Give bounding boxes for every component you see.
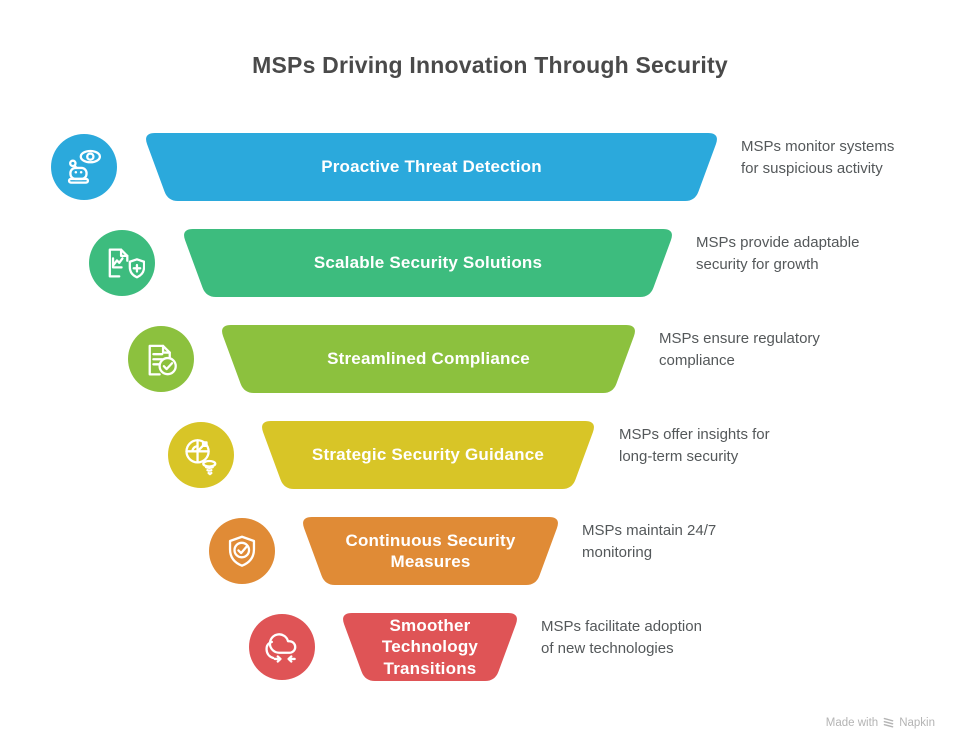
funnel-bar-1: Proactive Threat Detection [143, 133, 720, 201]
funnel-row-3-description: MSPs ensure regulatory compliance [659, 330, 820, 369]
radar-insight-icon [168, 422, 234, 488]
shield-check-icon [209, 518, 275, 584]
growth-chart-shield-icon [89, 230, 155, 296]
funnel-row-5-description: MSPs maintain 24/7 monitoring [582, 522, 717, 561]
cloud-sync-icon [249, 614, 315, 680]
funnel-bar-5: Continuous Security Measures [300, 517, 561, 585]
funnel-row-1-description: MSPs monitor systems for suspicious acti… [741, 138, 895, 177]
funnel-bar-3-label: Streamlined Compliance [327, 349, 530, 369]
document-check-icon [128, 326, 194, 392]
made-with-napkin-link[interactable]: Made with Napkin [826, 716, 935, 729]
robot-eye-icon [51, 134, 117, 200]
funnel-row-6-description: MSPs facilitate adoption of new technolo… [541, 618, 702, 657]
napkin-logo-icon [883, 717, 894, 728]
made-with-text: Made with [825, 716, 879, 729]
funnel-bar-6: Smoother Technology Transitions [340, 613, 520, 681]
funnel-bar-6-label: Smoother Technology Transitions [381, 616, 479, 678]
funnel-bar-2-label: Scalable Security Solutions [313, 253, 543, 273]
funnel-bar-1-label: Proactive Threat Detection [321, 157, 542, 177]
funnel-row-2-description: MSPs provide adaptable security for grow… [696, 234, 860, 273]
page-title: MSPs Driving Innovation Through Security [252, 52, 728, 78]
funnel-bar-3: Streamlined Compliance [219, 325, 638, 393]
funnel-bar-4: Strategic Security Guidance [259, 421, 597, 489]
funnel-bar-5-label: Continuous Security Measures [345, 530, 516, 571]
funnel-bar-4-label: Strategic Security Guidance [311, 445, 545, 465]
funnel-row-4-description: MSPs offer insights for long-term securi… [619, 426, 770, 465]
funnel-bar-2: Scalable Security Solutions [181, 229, 675, 297]
brand-text: Napkin [899, 716, 935, 729]
